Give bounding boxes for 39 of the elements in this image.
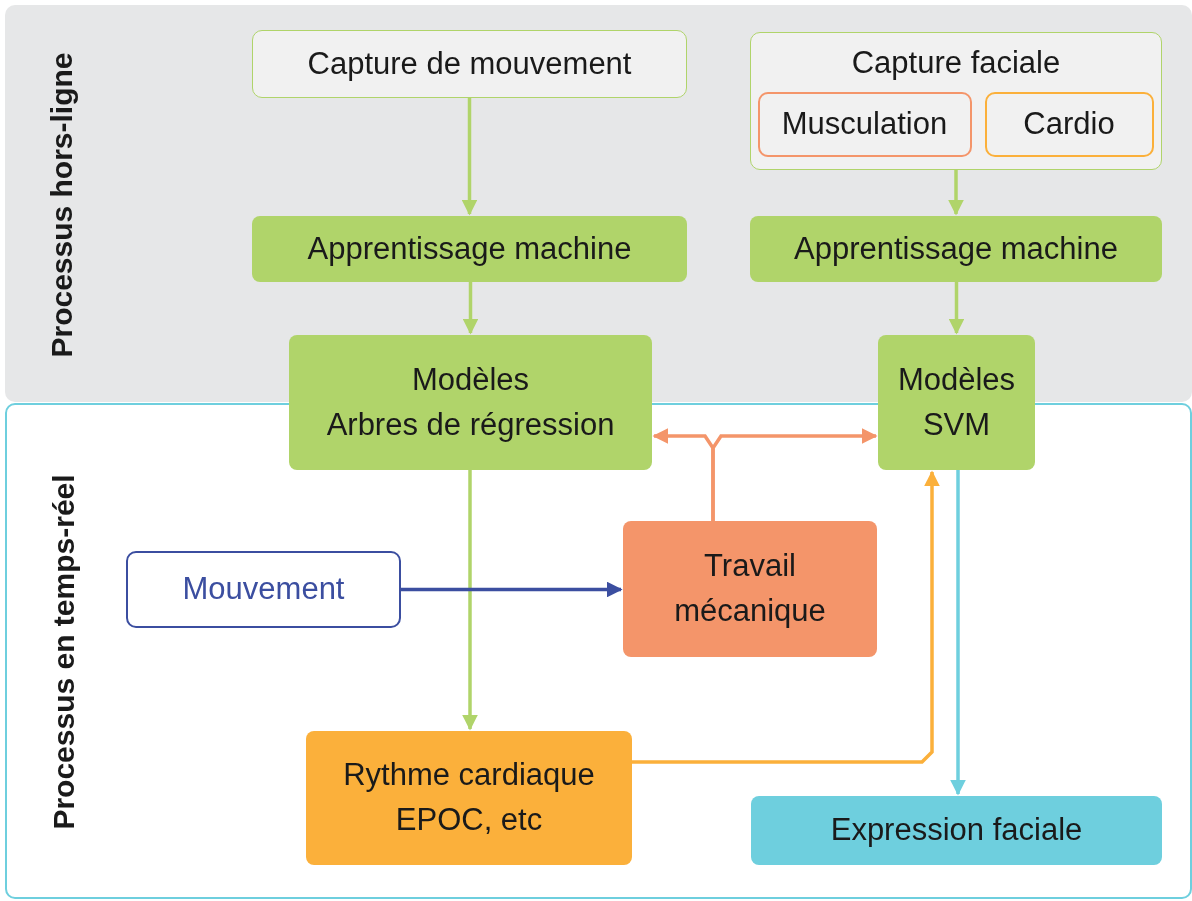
- box-label: Apprentissage machine: [307, 229, 632, 268]
- arrow: [462, 282, 479, 335]
- box-label: Capture faciale: [851, 44, 1061, 82]
- group-box: [750, 32, 1162, 170]
- box-text: SVM: [922, 405, 991, 444]
- box-label: Expression faciale: [830, 811, 1083, 850]
- swimlane-band: [5, 403, 1192, 899]
- input-box: [126, 551, 401, 628]
- process-box: [306, 731, 632, 865]
- arrow: [632, 470, 940, 764]
- process-box: [252, 216, 687, 282]
- arrow: [462, 470, 478, 731]
- process-box: [750, 216, 1162, 282]
- process-box: [751, 796, 1162, 865]
- process-box: [252, 30, 687, 98]
- swimlane-band: [5, 5, 1192, 402]
- box-label: Capture de mouvement: [307, 44, 632, 83]
- box-label: Apprentissage machine: [794, 229, 1118, 268]
- box-label: Mouvement: [182, 570, 345, 609]
- process-box: [289, 335, 652, 470]
- arrow: [948, 282, 965, 335]
- category-box: [984, 91, 1154, 157]
- box-text: Arbres de régression: [326, 405, 615, 444]
- box-label: Musculation: [781, 104, 948, 143]
- lane-label: Processus hors-ligne: [44, 52, 80, 358]
- process-box: [878, 335, 1035, 470]
- arrow: [401, 581, 623, 598]
- arrow: [950, 470, 966, 796]
- process-box: [623, 521, 877, 657]
- box-label: Rythme cardiaque EPOC, etc: [342, 756, 596, 839]
- box-label: Travail mécanique: [673, 547, 827, 630]
- lane-label: Processus en temps-réel: [46, 474, 82, 830]
- category-box: [757, 91, 972, 157]
- arrow: [461, 98, 478, 216]
- box-heading: Modèles: [411, 360, 530, 399]
- box-heading: Modèles: [897, 360, 1016, 399]
- box-label: Cardio: [1023, 104, 1115, 143]
- arrow: [711, 428, 878, 521]
- arrow: [948, 170, 964, 216]
